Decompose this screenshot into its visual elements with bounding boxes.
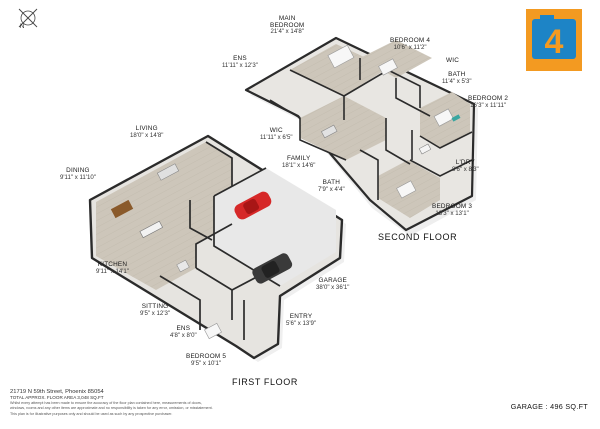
label-wic-upper: WIC	[446, 57, 460, 65]
sitting-name: SITTING	[141, 303, 169, 310]
total-floor-area: TOTAL APPROX. FLOOR AREA 3,048 SQ.FT	[10, 395, 104, 400]
kitchen-name: KITCHEN	[97, 261, 128, 268]
bedroom3-dims: 13'3" x 13'1"	[435, 209, 469, 217]
bedroom5-dims: 9'5" x 10'1"	[191, 359, 222, 367]
bedroom4-name: BEDROOM 4	[390, 37, 431, 44]
bedroom3-bed	[396, 180, 417, 199]
ens-upper-dims: 11'11" x 12'3"	[222, 61, 258, 69]
ldry-dims: 8'6" x 8'3"	[452, 165, 479, 173]
bedroom4-dims: 10'6" x 11'2"	[393, 43, 427, 51]
label-bedroom3: BEDROOM 3 13'3" x 13'1"	[432, 203, 473, 217]
bath-mid-name: BATH	[322, 179, 341, 186]
bedroom2-bed	[433, 108, 454, 127]
bedroom4-floor	[360, 40, 432, 78]
label-bath-mid: BATH 7'9" x 4'4"	[318, 179, 345, 193]
second-floor-walls	[269, 58, 473, 200]
bath-upper-name: BATH	[448, 71, 466, 78]
label-bedroom4: BEDROOM 4 10'6" x 11'2"	[390, 37, 431, 51]
bedroom2-dims: 16'3" x 11'11"	[470, 101, 507, 109]
sitting-chair	[176, 259, 190, 273]
dining-name: DINING	[66, 167, 90, 174]
wic-lower-dims: 11'11" x 6'5"	[260, 133, 293, 141]
label-bedroom5: BEDROOM 5 9'5" x 10'1"	[186, 353, 227, 367]
living-dining-kitchen-floor	[96, 142, 232, 290]
bedroom2-teal-bench	[451, 114, 461, 122]
disclaimer-line-3: This plan is for illustrative purposes o…	[10, 411, 173, 416]
compass-north-label: N	[20, 24, 25, 30]
dining-table	[110, 199, 134, 219]
label-entry: ENTRY 5'6" x 13'9"	[286, 313, 317, 327]
brand-logo-mark: 4	[526, 9, 582, 71]
label-wic-lower: WIC 11'11" x 6'5"	[260, 127, 293, 141]
ens-upper-name: ENS	[233, 55, 247, 62]
label-kitchen: KITCHEN 9'11" x 14'1"	[96, 261, 129, 275]
ldry-washer	[418, 143, 432, 155]
brand-logo: 4	[526, 9, 582, 71]
first-floor-plan	[88, 134, 346, 362]
family-sofa	[321, 124, 338, 139]
family-dims: 18'1" x 14'6"	[282, 161, 316, 169]
bath-upper-dims: 11'4" x 5'3"	[442, 77, 472, 85]
ens-lower-name: ENS	[176, 325, 191, 332]
garage-dark-car	[252, 253, 293, 284]
main-bedroom-dims: 21'4" x 14'8"	[270, 28, 304, 36]
sitting-dims: 9'5" x 12'3"	[140, 309, 171, 317]
garage-floor	[214, 168, 336, 286]
bedroom4-bed	[378, 58, 398, 76]
label-ens-lower: ENS 4'8" x 8'0"	[170, 325, 197, 339]
kitchen-island	[139, 220, 163, 239]
ldry-name: L'DRY	[455, 159, 475, 166]
kitchen-dims: 9'11" x 14'1"	[96, 267, 129, 275]
label-garage: GARAGE 38'0" x 36'1"	[316, 277, 350, 291]
garage-red-car	[234, 191, 272, 220]
compass-icon	[18, 8, 38, 28]
wic-lower-name: WIC	[269, 127, 283, 134]
label-ldry: L'DRY 8'6" x 8'3"	[452, 159, 479, 173]
living-name: LIVING	[135, 125, 158, 132]
bedroom2-name: BEDROOM 2	[468, 95, 509, 102]
label-bedroom2: BEDROOM 2 16'3" x 11'11"	[468, 95, 509, 109]
ens-lower-dims: 4'8" x 8'0"	[170, 331, 197, 339]
bedroom3-name: BEDROOM 3	[432, 203, 473, 210]
main-bedroom-bed	[327, 44, 355, 69]
garage-area-total: GARAGE : 496 SQ.FT	[510, 402, 588, 411]
dining-dims: 9'11" x 11'10"	[60, 173, 96, 181]
label-family: FAMILY 18'1" x 14'6"	[282, 155, 316, 169]
wic-upper-name: WIC	[446, 57, 460, 64]
garage-dims: 38'0" x 36'1"	[316, 283, 350, 291]
living-dims: 18'0" x 14'8"	[130, 131, 164, 139]
plan-footer: 21719 N 59th Street, Phoenix 85054 TOTAL…	[10, 389, 260, 416]
label-living: LIVING 18'0" x 14'8"	[130, 125, 164, 139]
label-sitting: SITTING 9'5" x 12'3"	[140, 303, 171, 317]
label-ens-upper: ENS 11'11" x 12'3"	[222, 55, 258, 69]
bedroom5-name: BEDROOM 5	[186, 353, 227, 360]
living-sofa	[156, 163, 180, 181]
second-floor-title: SECOND FLOOR	[378, 232, 458, 242]
compass: N	[8, 6, 42, 34]
property-address: 21719 N 59th Street, Phoenix 85054	[10, 389, 104, 395]
entry-name: ENTRY	[289, 313, 313, 320]
family-name: FAMILY	[286, 155, 311, 162]
disclaimer-line-1: Whilst every attempt has been made to en…	[10, 401, 202, 405]
label-dining: DINING 9'11" x 11'10"	[60, 167, 96, 181]
first-floor-title: FIRST FLOOR	[232, 377, 298, 387]
main-bedroom-name: MAIN	[278, 15, 296, 22]
label-main-bedroom: MAIN BEDROOM 21'4" x 14'8"	[270, 15, 305, 36]
brand-logo-digit: 4	[545, 23, 564, 61]
garage-name: GARAGE	[318, 277, 347, 284]
family-floor	[300, 96, 386, 160]
second-floor-plan	[244, 36, 478, 236]
entry-dims: 5'6" x 13'9"	[286, 319, 317, 327]
first-floor-walls	[159, 141, 281, 340]
label-bath-upper: BATH 11'4" x 5'3"	[442, 71, 472, 85]
main-bedroom-name-2: BEDROOM	[270, 21, 305, 29]
bath-mid-dims: 7'9" x 4'4"	[318, 185, 345, 193]
bedroom5-bed	[204, 322, 222, 340]
disclaimer-line-2: windows, rooms and any other items are a…	[10, 406, 213, 411]
